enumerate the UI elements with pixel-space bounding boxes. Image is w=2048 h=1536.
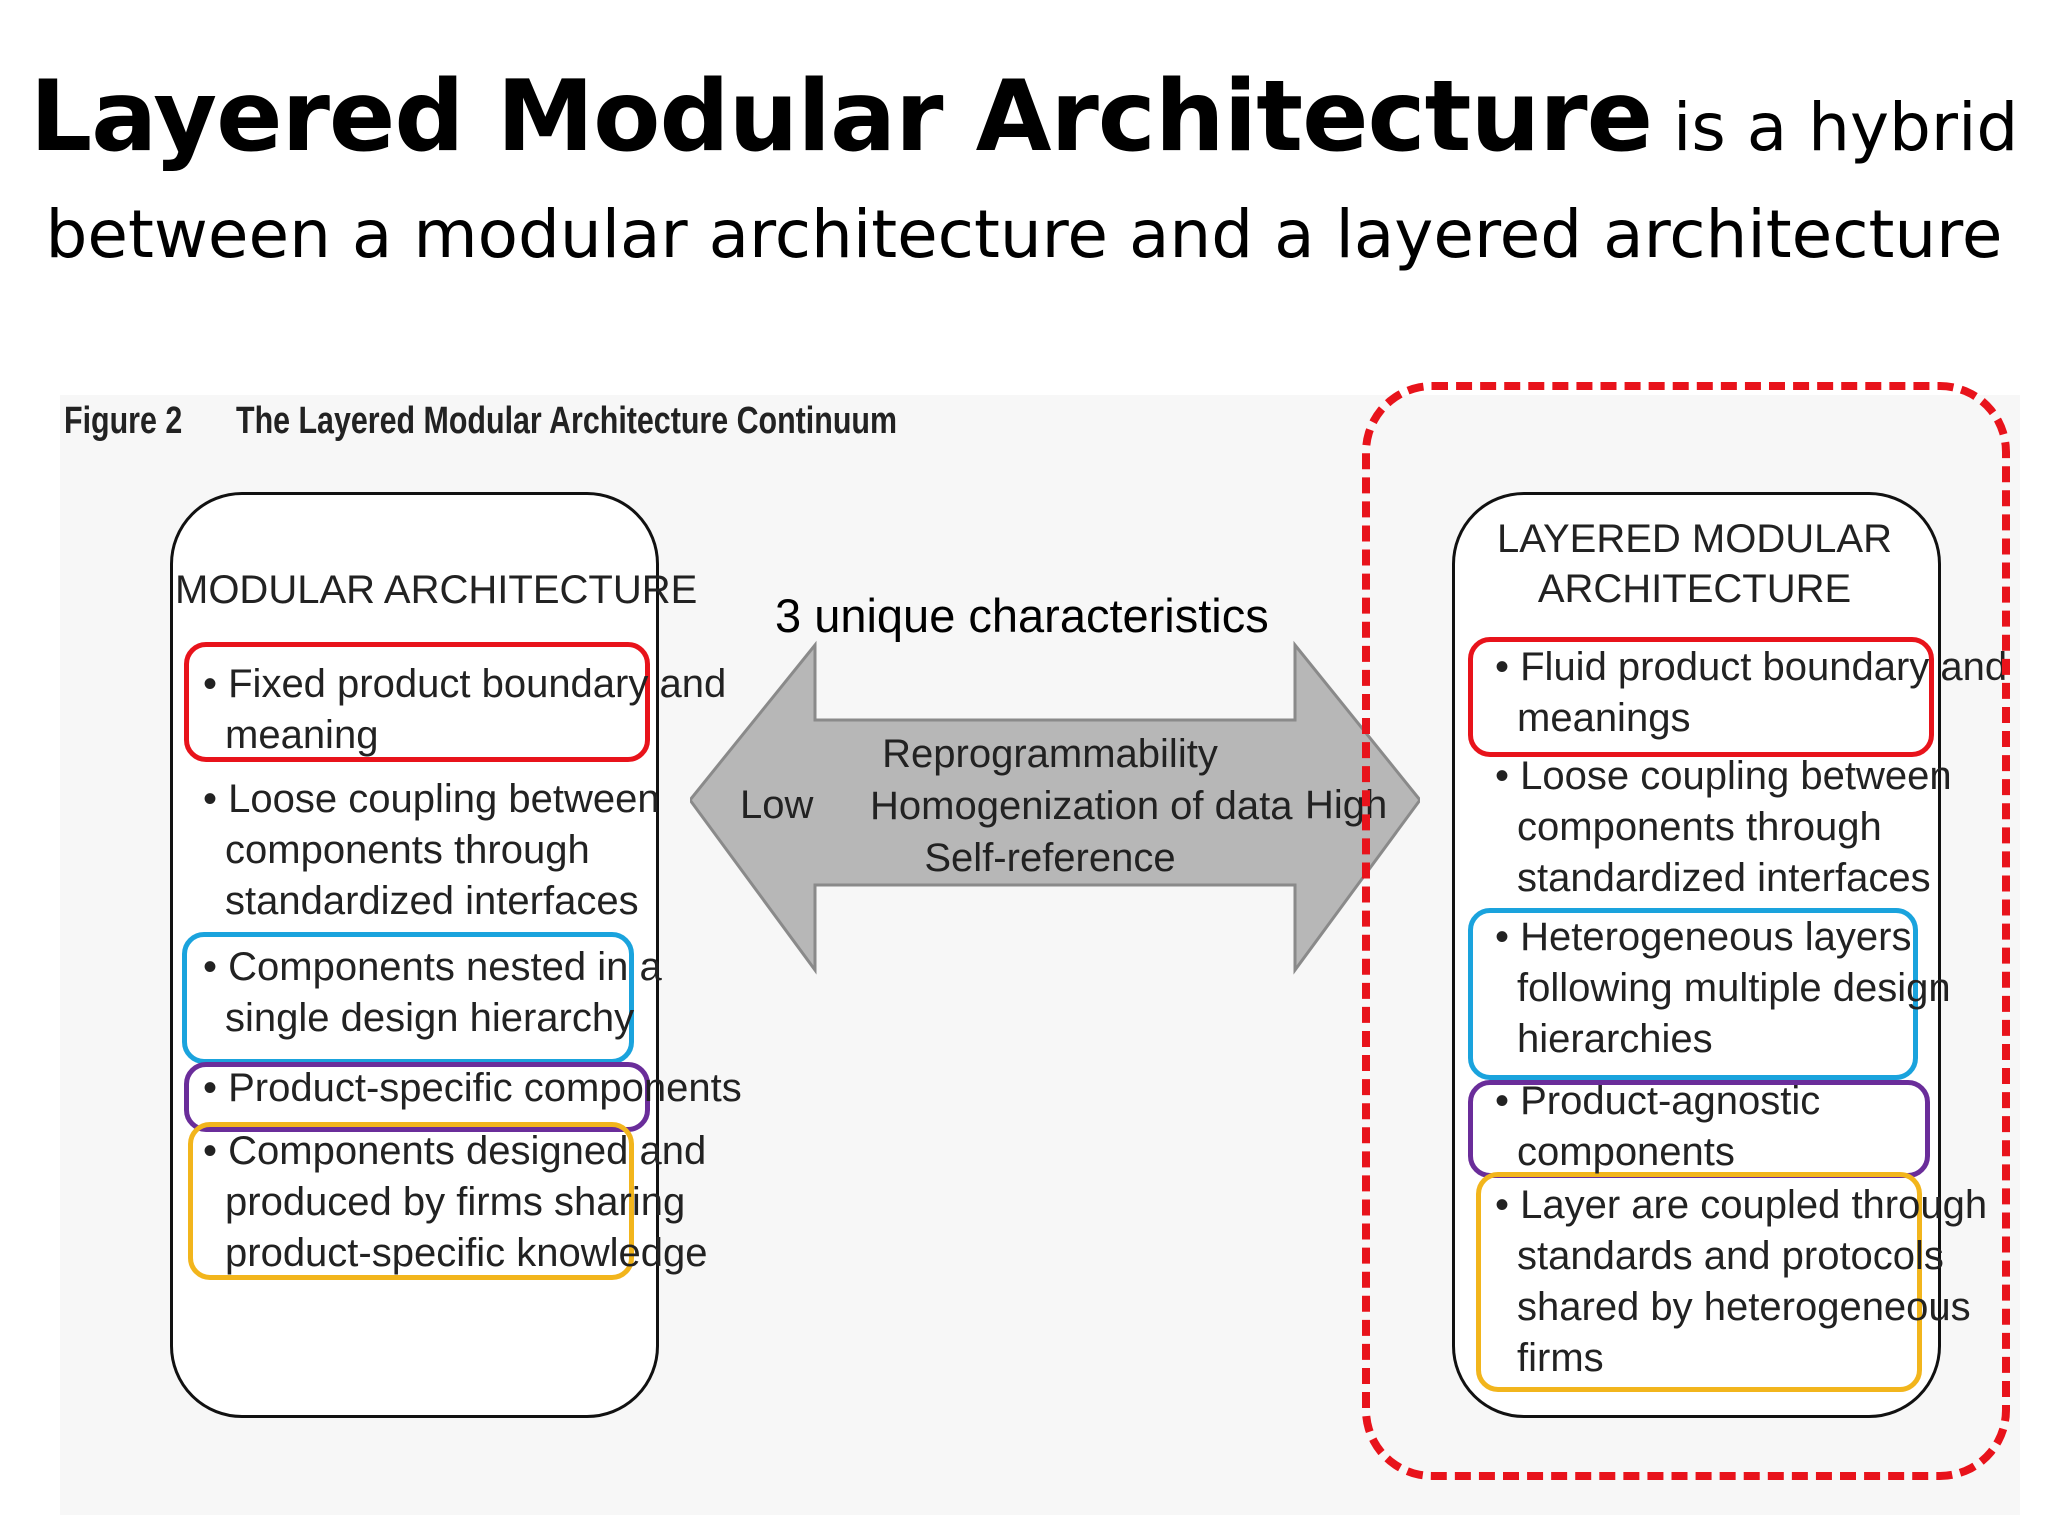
layered-modular-heading: LAYERED MODULAR ARCHITECTURE [1497, 517, 1892, 611]
unique-characteristics-annotation: 3 unique characteristics [775, 589, 1269, 642]
figure-number: Figure 2 [64, 400, 183, 442]
red-dashed-emphasis-box [1362, 382, 2010, 1480]
title-rest-text: is a hybrid [1652, 89, 2019, 166]
layered-modular-architecture-panel [1452, 492, 1941, 1418]
slide-title: Layered Modular Architecture is a hybrid [0, 60, 2048, 174]
slide-subtitle: between a modular architecture and a lay… [45, 196, 2003, 273]
right-item-3: • Heterogeneous layers following multipl… [1495, 915, 1951, 1061]
right-item-2: • Loose coupling between components thro… [1495, 754, 1952, 900]
characteristic-1: Reprogrammability [882, 732, 1218, 776]
title-bold-text: Layered Modular Architecture [29, 60, 1653, 174]
characteristic-2: Homogenization of data [870, 784, 1293, 828]
left-item-3: • Components nested in a single design h… [203, 945, 662, 1040]
right-item-5: • Layer are coupled through standards an… [1495, 1183, 1988, 1380]
characteristic-3: Self-reference [924, 836, 1176, 880]
left-item-5: • Components designed and produced by fi… [203, 1129, 708, 1275]
double-arrow-shape [690, 640, 1420, 975]
figure-caption: The Layered Modular Architecture Continu… [236, 400, 897, 442]
highlight-red-left [184, 642, 650, 762]
right-item-1: • Fluid product boundary and meanings [1495, 645, 2008, 740]
arrow-characteristics: Reprogrammability Homogenization of data… [870, 728, 1293, 884]
continuum-arrow [690, 640, 1420, 975]
highlight-blue-left [182, 932, 634, 1064]
right-item-4: • Product-agnostic components [1495, 1079, 1821, 1174]
left-item-4: • Product-specific components [203, 1066, 742, 1110]
arrow-low-label: Low [740, 783, 814, 827]
left-item-2: • Loose coupling between components thro… [203, 777, 660, 923]
highlight-red-right [1468, 637, 1934, 757]
arrow-high-label: High [1305, 783, 1388, 827]
highlight-purple-left [184, 1062, 650, 1132]
highlight-blue-right [1468, 908, 1918, 1080]
left-item-1: • Fixed product boundary and meaning [203, 662, 727, 757]
highlight-yellow-left [188, 1122, 634, 1280]
modular-architecture-heading: MODULAR ARCHITECTURE [175, 568, 698, 612]
highlight-yellow-right [1476, 1172, 1922, 1392]
